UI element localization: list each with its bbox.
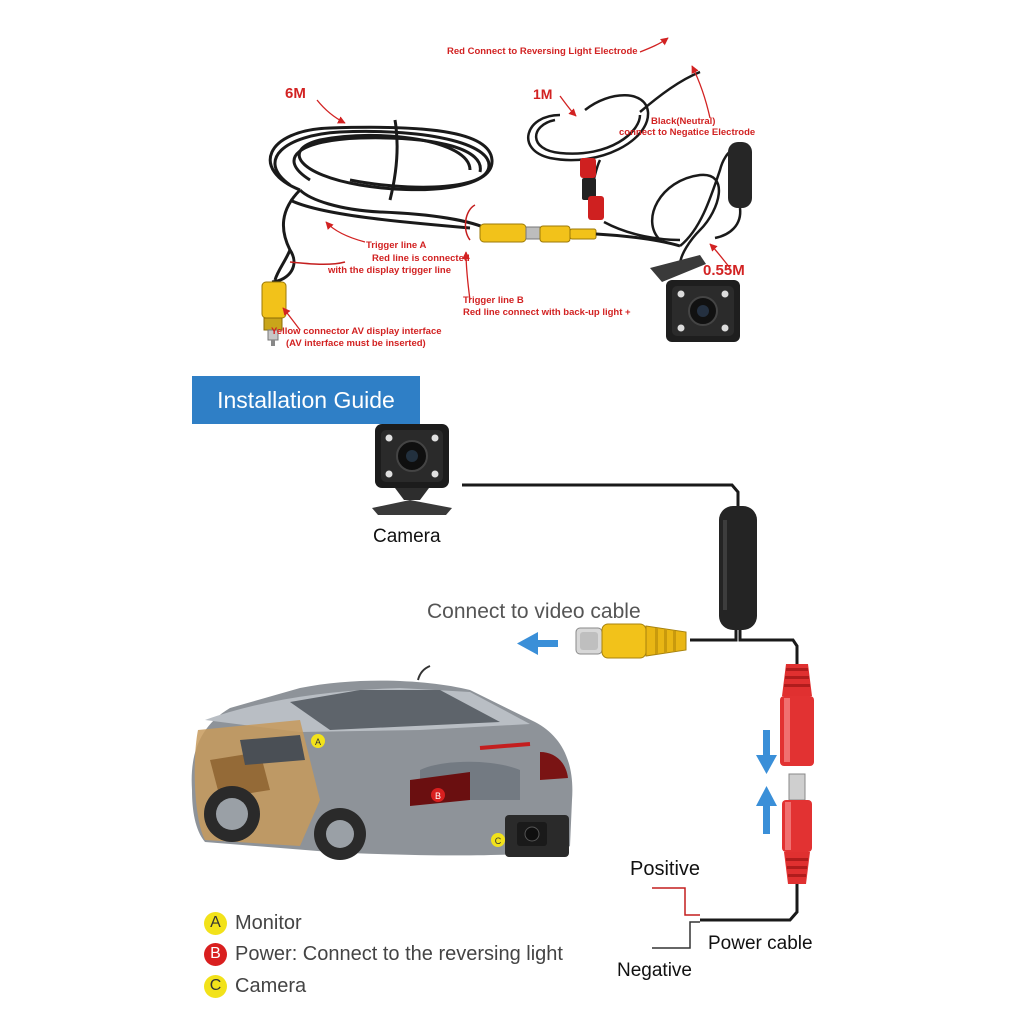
svg-text:C: C (495, 836, 502, 846)
power-connector-pair (580, 158, 604, 220)
guide-rca-connector (575, 623, 687, 659)
red-connect-label: Red Connect to Reversing Light Electrode (447, 46, 638, 57)
trigger-b-title: Trigger line B (463, 295, 524, 306)
car-marker-a: A (311, 734, 325, 748)
power-cable-label: Power cable (708, 933, 813, 954)
legend-text-power: Power: Connect to the reversing light (235, 942, 563, 965)
video-cable-label: Connect to video cable (427, 600, 641, 623)
camera-top (650, 255, 740, 342)
trigger-a-title: Trigger line A (366, 240, 427, 251)
trigger-b-desc: Red line connect with back-up light + (463, 307, 631, 318)
cable-length-6m: 6M (285, 85, 306, 102)
power-wire-split (652, 887, 700, 949)
arrow-up-icon (756, 786, 777, 834)
guide-power-connector-female (780, 664, 814, 766)
guide-wiring (462, 483, 799, 922)
car-marker-c: C (491, 833, 505, 847)
rca-connector-left (261, 281, 287, 346)
rca-connector-middle (479, 223, 597, 243)
legend-text-camera: Camera (235, 974, 307, 997)
yellow-connector-note: (AV interface must be inserted) (286, 338, 426, 349)
trigger-a-desc-2: with the display trigger line (328, 265, 451, 276)
legend-item-monitor: A Monitor (204, 911, 302, 935)
legend-text-monitor: Monitor (235, 911, 302, 934)
guide-power-connector-male (782, 773, 812, 884)
cable-coil-6m (268, 119, 494, 284)
installation-guide-title: Installation Guide (192, 376, 420, 424)
svg-text:B: B (435, 791, 441, 801)
trigger-a-desc-1: Red line is connected (372, 253, 470, 264)
legend-badge-b: B (204, 942, 227, 966)
legend-badge-c: C (204, 974, 227, 998)
arrow-down-icon (756, 730, 777, 774)
svg-text:A: A (315, 737, 321, 747)
black-neutral-desc: connect to Negatice Electrode (619, 127, 756, 138)
yellow-connector-label: Yellow connector AV display interface (271, 326, 442, 337)
junction-box (728, 142, 752, 208)
cable-length-055m: 0.55M (703, 262, 745, 279)
positive-label: Positive (630, 858, 701, 880)
cable-main (289, 198, 471, 230)
top-cable-diagram (261, 37, 752, 346)
legend-item-power: B Power: Connect to the reversing light (204, 942, 563, 966)
camera-label: Camera (373, 526, 441, 547)
cable-length-1m: 1M (533, 86, 553, 102)
black-neutral-label: Black(Neutral) (651, 116, 716, 127)
negative-label: Negative (617, 960, 692, 981)
car-illustration (191, 665, 573, 860)
legend-badge-a: A (204, 911, 227, 935)
guide-junction-box (719, 506, 757, 630)
arrow-video-left-icon (517, 632, 558, 655)
legend-item-camera: C Camera (204, 974, 306, 998)
car-marker-b: B (431, 788, 445, 802)
camera-icon (372, 424, 452, 515)
